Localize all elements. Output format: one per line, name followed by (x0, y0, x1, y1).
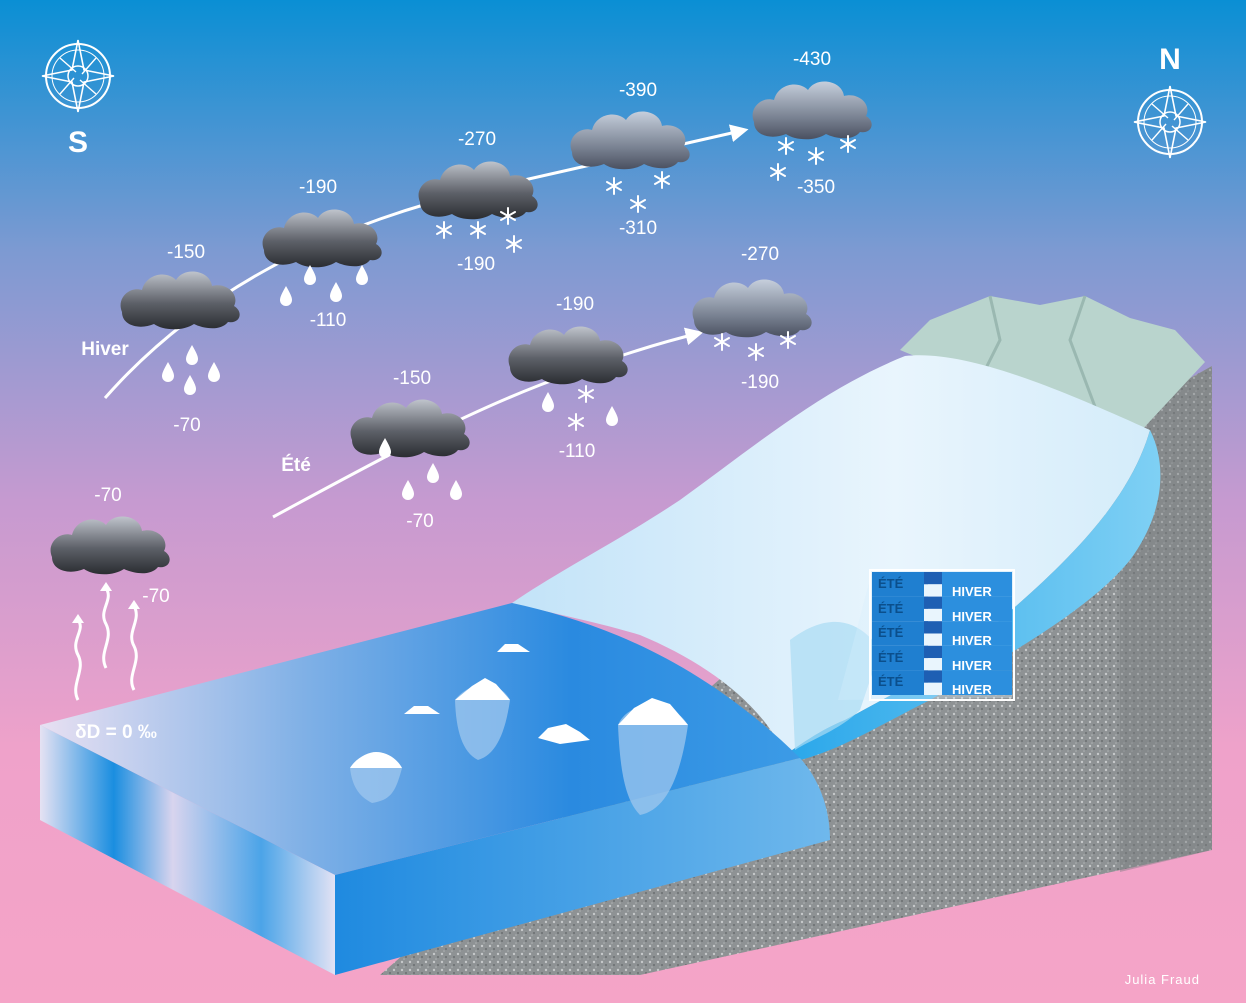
ice-core-frame (869, 569, 1015, 701)
layer-summer-label: ÉTÉ (878, 600, 904, 616)
summer-cloud-3-value: -270 (740, 244, 780, 265)
layer-summer-band (872, 670, 928, 695)
iceberg-group (350, 644, 688, 815)
compass-north-label: N (1159, 43, 1181, 76)
layer-winter-band (942, 645, 1012, 671)
winter-cloud-4-value: -390 (618, 80, 658, 101)
layer-divider (924, 621, 942, 634)
winter-cloud-1-value: -150 (166, 242, 206, 263)
layer-summer-label: ÉTÉ (878, 576, 904, 591)
source-cloud-value: -70 (94, 485, 122, 506)
mountain-peak (900, 296, 1205, 432)
layer-divider (924, 645, 942, 659)
layer-divider (924, 596, 942, 609)
winter-precip-4-value: -310 (618, 218, 658, 239)
layer-summer-label: ÉTÉ (878, 674, 904, 690)
layer-winter-band (942, 596, 1012, 622)
credit: Julia Fraud (1124, 972, 1200, 987)
glacier-face (785, 430, 1161, 760)
summer-precip-2-value: -110 (558, 441, 596, 462)
layer-winter-label: HIVER (952, 633, 992, 649)
evaporation-arrows (74, 587, 138, 701)
summer-cloud-1-value: -150 (392, 368, 432, 389)
winter-precip-5-value: -350 (796, 177, 836, 198)
source-vapor-value: -70 (142, 586, 170, 607)
winter-cloud-3-value: -270 (457, 129, 497, 150)
layer-winter-band (942, 621, 1012, 646)
glacier (512, 355, 1150, 755)
layer-winter-band (942, 572, 1012, 597)
winter-cloud-5-value: -430 (792, 49, 832, 70)
route-winter-label: Hiver (81, 339, 129, 360)
winter-precip-2-value: -110 (309, 310, 347, 331)
layer-winter-label: HIVER (952, 682, 992, 698)
layer-summer-label: ÉTÉ (878, 649, 904, 665)
layer-summer-band (872, 645, 928, 671)
winter-precip-1-value: -70 (173, 415, 201, 436)
layer-summer-label: ÉTÉ (878, 625, 904, 641)
layer-divider-light (924, 608, 942, 622)
ocean-side (335, 758, 830, 975)
layer-divider-light (924, 682, 942, 695)
compass-south-label: S (67, 126, 89, 159)
ocean-surface (40, 603, 800, 875)
ocean-delta-label: δD = 0 ‰ (75, 722, 157, 743)
layer-divider-light (924, 658, 942, 671)
layer-winter-label: HIVER (952, 608, 992, 624)
summer-cloud-2-value: -190 (555, 294, 595, 315)
layer-summer-band (872, 596, 928, 622)
summer-trajectory-arrow (272, 327, 704, 519)
ocean-front (40, 725, 335, 975)
layer-divider (924, 670, 942, 683)
ice-core-layers (872, 572, 1012, 695)
layer-summer-band (872, 621, 928, 646)
layer-winter-label: HIVER (952, 584, 992, 599)
winter-cloud-2-value: -190 (298, 177, 338, 198)
layer-divider-light (924, 633, 942, 646)
layer-summer-band (872, 572, 928, 597)
route-summer-label: Été (281, 455, 311, 476)
summer-precip-1-value: -70 (406, 511, 434, 532)
winter-precip-3-value: -190 (456, 254, 496, 275)
layer-winter-label: HIVER (952, 657, 992, 673)
layer-divider (924, 572, 942, 585)
layer-winter-band (942, 670, 1012, 695)
layer-divider-light (924, 584, 942, 597)
summer-precip-3-value: -190 (740, 372, 780, 393)
